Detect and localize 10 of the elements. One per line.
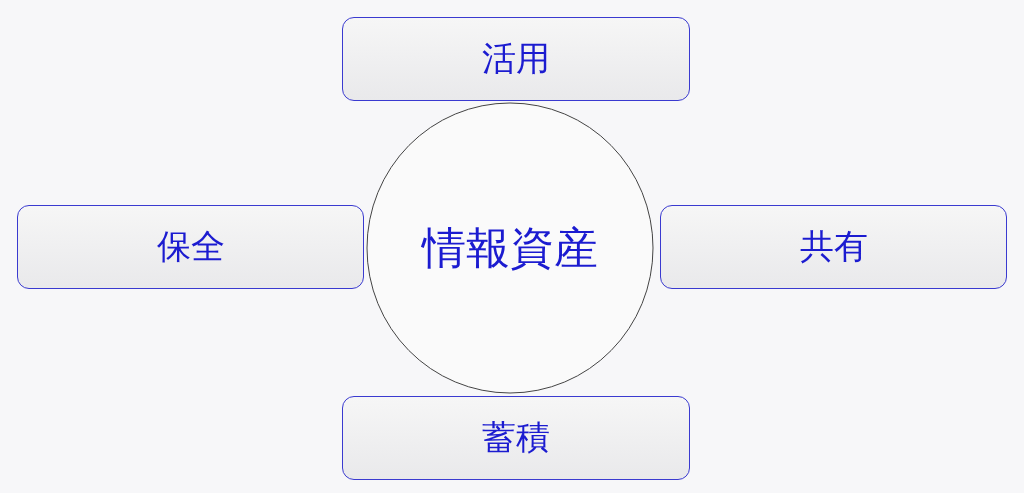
circle-node (366, 102, 654, 394)
box-label: 活用 (482, 37, 550, 80)
box-label: 蓄積 (482, 416, 550, 459)
box-label: 保全 (156, 225, 225, 268)
box-label: 共有 (799, 225, 868, 268)
center-label: 情報資産 (422, 220, 598, 275)
rounded-box (342, 396, 690, 480)
rounded-box (17, 205, 364, 289)
rounded-box (342, 17, 690, 101)
rounded-box (660, 205, 1007, 289)
